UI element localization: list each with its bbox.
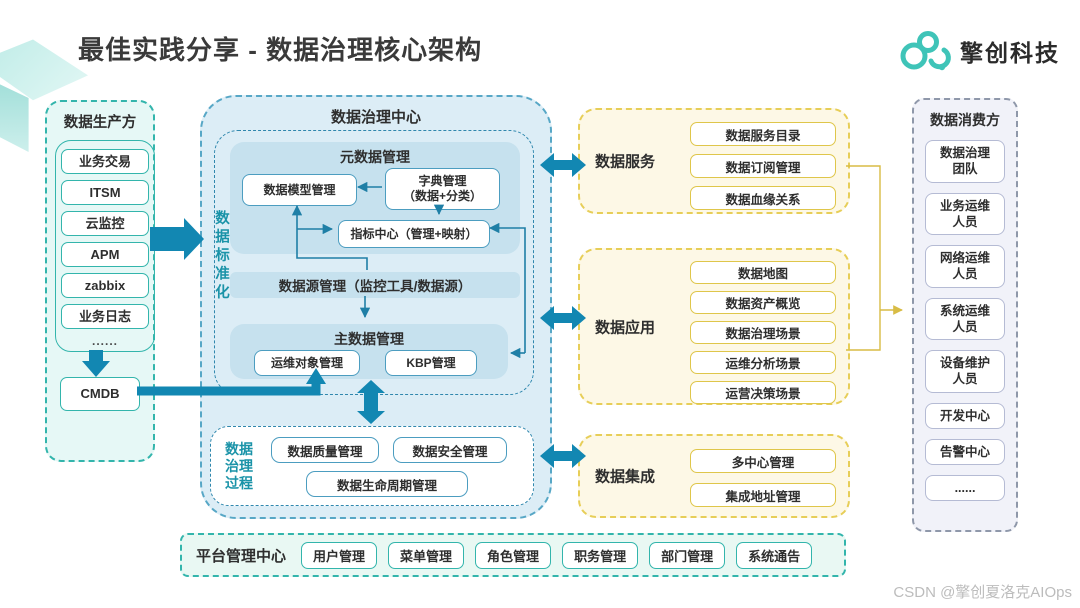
consumer-item: 业务运维人员 [925,192,1005,235]
master-data-title: 主数据管理 [334,331,404,347]
platform-mgmt-group: 平台管理中心 用户管理 菜单管理 角色管理 职务管理 部门管理 系统通告 [180,533,846,577]
platform-item: 角色管理 [475,541,552,569]
governance-process-box: 数据 治理 过程 数据质量管理 数据安全管理 数据生命周期管理 [210,426,534,506]
producer-item: APM [61,242,149,267]
indicator-center-box: 指标中心（管理+映射） [338,220,490,248]
cmdb-box: CMDB [60,377,140,411]
metadata-title: 元数据管理 [340,149,410,165]
services-applications-join-line [846,165,881,351]
producers-ellipsis: ...... [91,334,118,348]
producer-item: zabbix [61,273,149,298]
standardization-label: 数据标准化 [213,210,229,303]
data-services-title: 数据服务 [595,153,656,171]
page-title: 最佳实践分享 - 数据治理核心架构 [78,35,483,65]
platform-mgmt-title: 平台管理中心 [196,547,287,565]
producer-item: ITSM [61,180,149,205]
service-item: 数据血缘关系 [690,186,836,210]
platform-item: 菜单管理 [388,541,465,569]
data-services-group: 数据服务 数据服务目录 数据订阅管理 数据血缘关系 [578,108,850,214]
producer-item: 云监控 [61,211,149,236]
master-data-block: 主数据管理 运维对象管理 KBP管理 [230,324,508,379]
platform-item: 系统通告 [736,541,813,569]
consumer-item: ...... [925,475,1005,502]
application-item: 运维分析场景 [690,351,836,374]
metadata-management-block: 元数据管理 数据模型管理 字典管理 （数据+分类） 指标中心（管理+映射） [230,142,520,254]
data-applications-title: 数据应用 [595,319,656,336]
application-item: 数据地图 [690,261,836,284]
data-model-mgmt-box: 数据模型管理 [242,174,357,206]
data-quality-box: 数据质量管理 [271,437,379,463]
consumer-item: 系统运维人员 [925,297,1005,340]
data-producers-title: 数据生产方 [63,115,137,131]
data-integration-list: 多中心管理 集成地址管理 [690,449,836,507]
data-consumers-group: 数据消费方 数据治理团队 业务运维人员 网络运维人员 系统运维人员 设备维护人员… [912,98,1018,532]
kbp-mgmt-box: KBP管理 [385,350,477,376]
data-integration-group: 数据集成 多中心管理 集成地址管理 [578,434,850,518]
governance-center-group: 数据治理中心 数据标准化 元数据管理 数据模型管理 字典管理 （数据+分类） 指… [200,95,552,519]
service-item: 数据服务目录 [690,122,836,146]
platform-item: 职务管理 [562,541,639,569]
data-integration-title: 数据集成 [595,468,656,486]
consumer-item: 设备维护人员 [925,350,1005,393]
integration-item: 集成地址管理 [690,483,836,507]
data-lifecycle-box: 数据生命周期管理 [306,471,468,497]
integration-item: 多中心管理 [690,449,836,473]
data-services-list: 数据服务目录 数据订阅管理 数据血缘关系 [690,122,836,210]
consumer-item: 网络运维人员 [925,245,1005,288]
service-item: 数据订阅管理 [690,154,836,178]
watermark: CSDN @擎创夏洛克AIOps [893,584,1072,601]
consumer-item: 告警中心 [925,438,1005,465]
data-producers-group: 数据生产方 业务交易 ITSM 云监控 APM zabbix 业务日志 ....… [45,100,155,462]
application-item: 数据治理场景 [690,321,836,344]
platform-item: 用户管理 [301,541,378,569]
datasource-mgmt-bar: 数据源管理（监控工具/数据源） [230,272,520,298]
dictionary-mgmt-box: 字典管理 （数据+分类） [385,168,500,210]
data-consumers-list: 数据治理团队 业务运维人员 网络运维人员 系统运维人员 设备维护人员 开发中心 … [925,140,1005,502]
data-applications-list: 数据地图 数据资产概览 数据治理场景 运维分析场景 运营决策场景 [690,261,836,404]
company-logo: 擎创科技 [898,28,1060,74]
consumer-item: 数据治理团队 [925,140,1005,183]
consumer-item: 开发中心 [925,402,1005,429]
company-name: 擎创科技 [960,40,1060,66]
data-applications-group: 数据应用 数据地图 数据资产概览 数据治理场景 运维分析场景 运营决策场景 [578,248,850,405]
producer-item: 业务日志 [61,304,149,329]
data-security-box: 数据安全管理 [393,437,507,463]
dictionary-line2: （数据+分类） [402,189,482,203]
producer-item: 业务交易 [61,149,149,174]
data-consumers-title: 数据消费方 [930,112,1000,128]
governance-center-title: 数据治理中心 [330,109,421,126]
producers-to-governance-arrow [150,218,204,260]
producers-list: 业务交易 ITSM 云监控 APM zabbix 业务日志 ...... [55,140,155,352]
ops-object-mgmt-box: 运维对象管理 [254,350,360,376]
application-item: 数据资产概览 [690,291,836,314]
platform-item: 部门管理 [649,541,726,569]
dictionary-line1: 字典管理 [418,174,467,188]
governance-process-label: 数据 治理 过程 [225,440,253,491]
application-item: 运营决策场景 [690,381,836,404]
cloud-logo-icon [900,31,951,71]
